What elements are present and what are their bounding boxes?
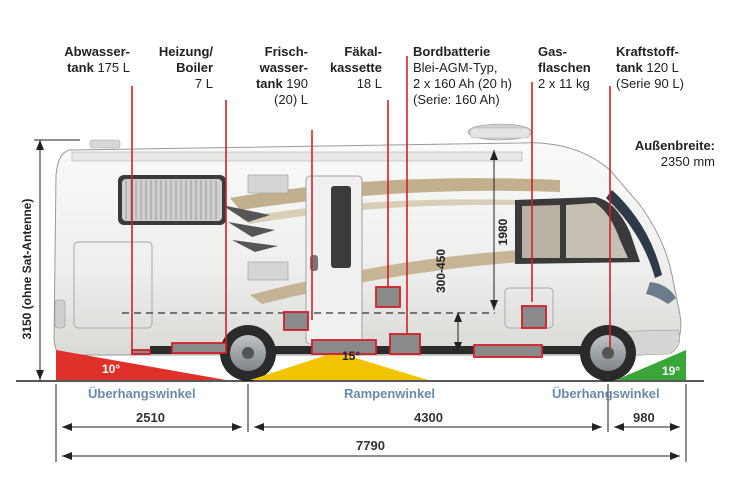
floor-height-label: 300-450 (434, 248, 448, 294)
camper-body (53, 123, 682, 357)
dimension-total-length: 7790 (356, 438, 385, 453)
dimension-front-overhang: 980 (633, 410, 655, 425)
interior-height-arrow (490, 150, 498, 310)
label-heizung-boiler: Heizung/ Boiler 7 L (158, 44, 213, 91)
interior-height-label: 1980 (496, 218, 510, 246)
rear-overhang-angle: 10° (102, 362, 121, 376)
label-bordbatterie: Bordbatterie Blei-AGM-Typ, 2 x 160 Ah (2… (413, 44, 513, 107)
label-gasflaschen: Gas- flaschen 2 x 11 kg (538, 44, 591, 91)
rear-overhang-angle-wedge (56, 350, 226, 380)
rear-wheel (220, 325, 276, 381)
ramp-angle: 15° (342, 349, 361, 363)
zone-rear-overhang: Überhangswinkel (88, 386, 196, 401)
dimension-rear-overhang: 2510 (136, 410, 165, 425)
front-wheel (580, 325, 636, 381)
label-kraftstofftank: Kraftstoff- tank 120 L (Serie 90 L) (616, 44, 684, 91)
length-dimensions (55, 384, 687, 462)
height-total-label: 3150 (ohne Sat-Antenne) (20, 198, 34, 340)
ramp-angle-wedge (250, 352, 428, 380)
leader-lines (131, 56, 611, 352)
dimension-wheelbase: 4300 (414, 410, 443, 425)
height-dimension (34, 139, 80, 380)
zone-ramp: Rampenwinkel (344, 386, 436, 401)
label-abwassertank: Abwasser- tank 175 L (64, 44, 130, 75)
label-aussenbreite: Außenbreite: 2350 mm (634, 138, 715, 169)
floor-height-arrow (454, 312, 462, 352)
label-faekalkassette: Fäkal- kassette 18 L (329, 44, 382, 91)
front-overhang-angle-wedge (616, 350, 686, 380)
label-frischwassertank: Frisch- wasser- tank 190 (20) L (255, 44, 308, 107)
front-overhang-angle: 19° (662, 364, 681, 378)
component-boxes (131, 286, 547, 358)
zone-front-overhang: Überhangswinkel (552, 386, 660, 401)
